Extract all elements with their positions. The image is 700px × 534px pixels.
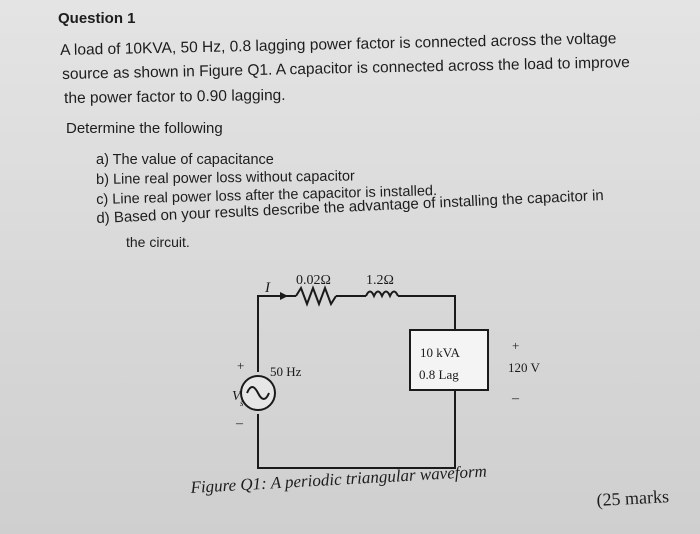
determine-heading: Determine the following	[66, 120, 223, 137]
item-a: a) The value of capacitance	[96, 152, 274, 168]
source-plus-sign: +	[237, 358, 244, 373]
source-minus-sign: –	[235, 416, 244, 431]
inductor-symbol	[365, 290, 399, 299]
wire-bottom	[257, 390, 456, 469]
sine-wave-icon	[246, 386, 270, 400]
source-voltage-label: V	[232, 389, 242, 404]
current-arrow-icon	[280, 292, 288, 300]
question-title: Question 1	[58, 10, 136, 27]
current-label: I	[264, 280, 271, 296]
source-voltage-subscript: s	[240, 398, 244, 408]
wire-top-left	[257, 295, 296, 372]
load-plus-sign: +	[512, 338, 519, 353]
marks-label: (25 marks	[596, 486, 670, 510]
resistor-symbol	[295, 285, 337, 307]
resistance-label: 0.02Ω	[296, 273, 331, 288]
source-frequency: 50 Hz	[270, 364, 302, 379]
circuit-wires	[257, 285, 456, 469]
load-power-factor: 0.8 Lag	[419, 367, 459, 382]
load-minus-sign: –	[511, 391, 520, 406]
load-rating: 10 kVA	[420, 345, 460, 360]
item-d-continued: the circuit.	[126, 234, 190, 250]
inductance-label: 1.2Ω	[366, 273, 394, 288]
load-voltage: 120 V	[508, 360, 541, 375]
load-box	[409, 329, 489, 391]
wire-top-right	[398, 295, 456, 330]
